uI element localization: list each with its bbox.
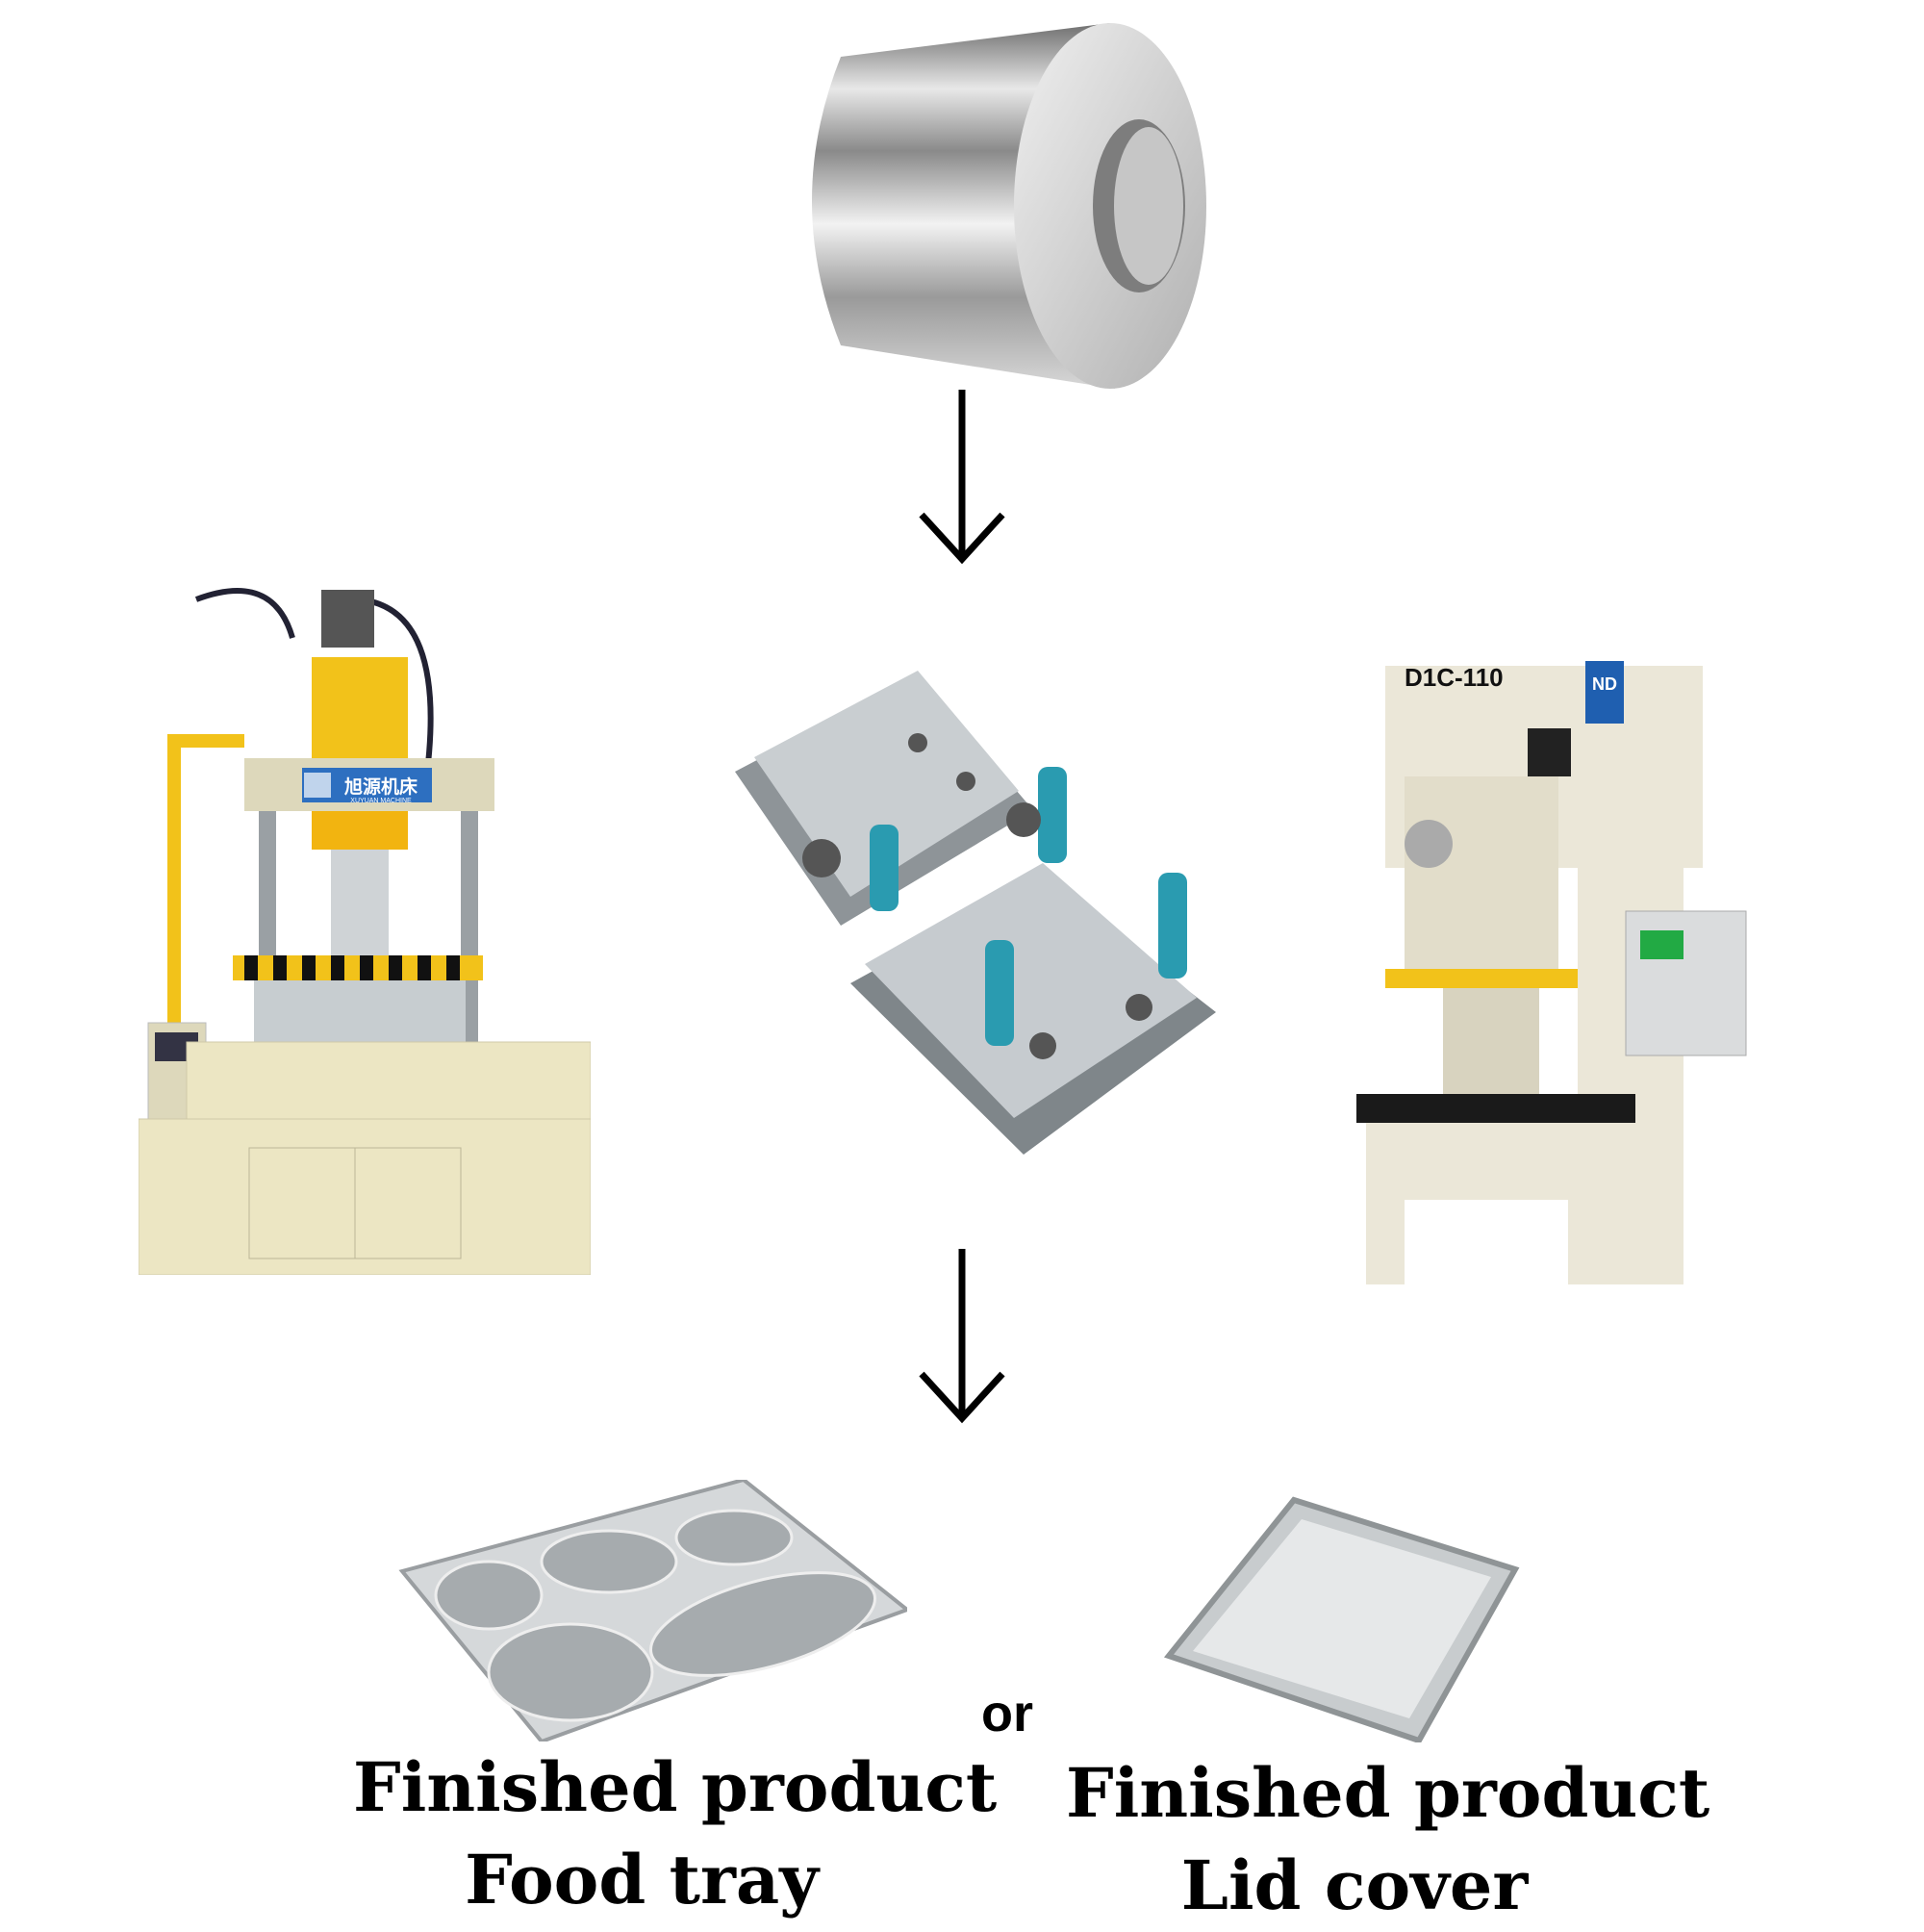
lid-cover-caption: Finished product Lid cover	[1066, 1747, 1710, 1932]
stamping-die-image	[725, 666, 1216, 1155]
hydraulic-press-image: 旭源机床 XUYUAN MACHINE	[139, 580, 591, 1275]
or-label: or	[981, 1685, 1033, 1742]
brand-en-label: XUYUAN MACHINE	[350, 798, 412, 804]
down-arrow-icon	[914, 1249, 1010, 1424]
brand-cn-label: 旭源机床	[343, 775, 418, 798]
lid-cover-caption-line2: Lid cover	[1180, 1845, 1529, 1925]
lid-cover-image	[1159, 1492, 1520, 1742]
lid-cover-caption-line1: Finished product	[1066, 1753, 1710, 1833]
model-label: D1C-110	[1405, 663, 1504, 692]
steel-coil-image	[783, 18, 1211, 394]
nd-logo-label: ND	[1592, 674, 1617, 694]
food-tray-caption-line2: Food tray	[465, 1840, 819, 1919]
punch-press-image: D1C-110 ND	[1347, 623, 1765, 1284]
food-tray-caption: Finished product Food tray	[353, 1741, 998, 1926]
down-arrow-icon	[914, 390, 1010, 565]
food-tray-caption-line1: Finished product	[353, 1747, 998, 1827]
food-tray-image	[397, 1480, 907, 1741]
